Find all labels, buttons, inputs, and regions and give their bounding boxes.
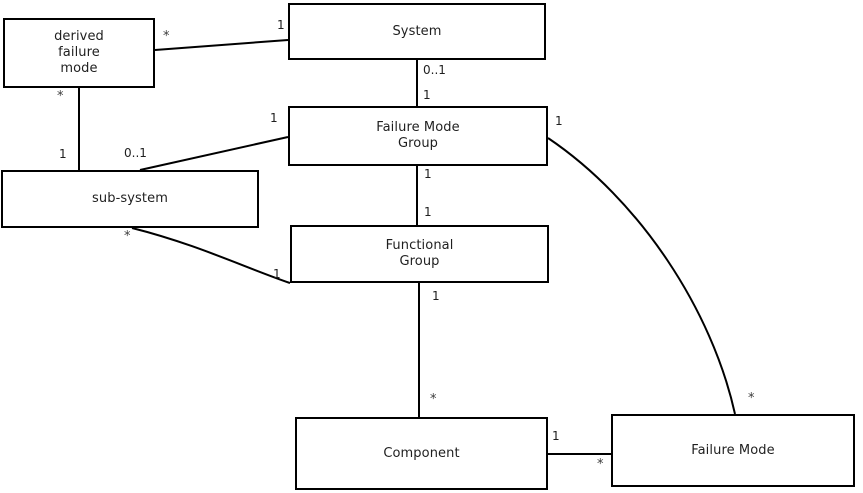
multiplicity-label-derived-failure-mode--sub-system-1: 1 [59, 147, 67, 161]
class-box-derived-failure-mode[interactable]: derived failure mode [3, 18, 155, 88]
association-sub-system--failure-mode-group [139, 136, 289, 171]
multiplicity-label-component--failure-mode-1: * [597, 457, 604, 472]
multiplicity-label-failure-mode-group--functional-group-0: 1 [424, 167, 432, 181]
class-name-system: System [392, 23, 442, 39]
class-box-failure-mode-group[interactable]: Failure Mode Group [288, 106, 548, 166]
multiplicity-label-derived-failure-mode--system-0: * [163, 29, 170, 44]
multiplicity-label-failure-mode-group--failure-mode-0: 1 [555, 114, 563, 128]
class-box-failure-mode[interactable]: Failure Mode [611, 414, 855, 487]
multiplicity-label-system--failure-mode-group-0: 0..1 [423, 63, 446, 77]
multiplicity-label-derived-failure-mode--system-1: 1 [277, 18, 285, 32]
multiplicity-label-sub-system--functional-group-0: * [124, 229, 131, 244]
association-sub-system--functional-group [131, 227, 291, 284]
class-box-functional-group[interactable]: Functional Group [290, 225, 549, 283]
class-box-component[interactable]: Component [295, 417, 548, 490]
multiplicity-label-sub-system--failure-mode-group-1: 1 [270, 111, 278, 125]
class-name-derived-failure-mode: derived failure mode [54, 29, 104, 76]
class-box-system[interactable]: System [288, 3, 546, 60]
multiplicity-label-functional-group--component-1: * [430, 392, 437, 407]
multiplicity-label-sub-system--functional-group-1: 1 [273, 267, 281, 281]
association-failure-mode-group--failure-mode [547, 137, 736, 415]
class-name-failure-mode: Failure Mode [691, 442, 775, 458]
class-name-failure-mode-group: Failure Mode Group [376, 120, 460, 151]
association-derived-failure-mode--system [154, 39, 289, 51]
multiplicity-label-functional-group--component-0: 1 [432, 289, 440, 303]
multiplicity-label-component--failure-mode-0: 1 [552, 429, 560, 443]
class-name-component: Component [383, 445, 460, 461]
multiplicity-label-failure-mode-group--failure-mode-1: * [748, 391, 755, 406]
multiplicity-label-sub-system--failure-mode-group-0: 0..1 [124, 146, 147, 160]
class-name-sub-system: sub-system [92, 191, 168, 206]
multiplicity-label-failure-mode-group--functional-group-1: 1 [424, 205, 432, 219]
class-name-functional-group: Functional Group [385, 238, 454, 269]
multiplicity-label-derived-failure-mode--sub-system-0: * [57, 89, 64, 104]
multiplicity-label-system--failure-mode-group-1: 1 [423, 88, 431, 102]
class-box-sub-system[interactable]: sub-system [1, 170, 259, 228]
